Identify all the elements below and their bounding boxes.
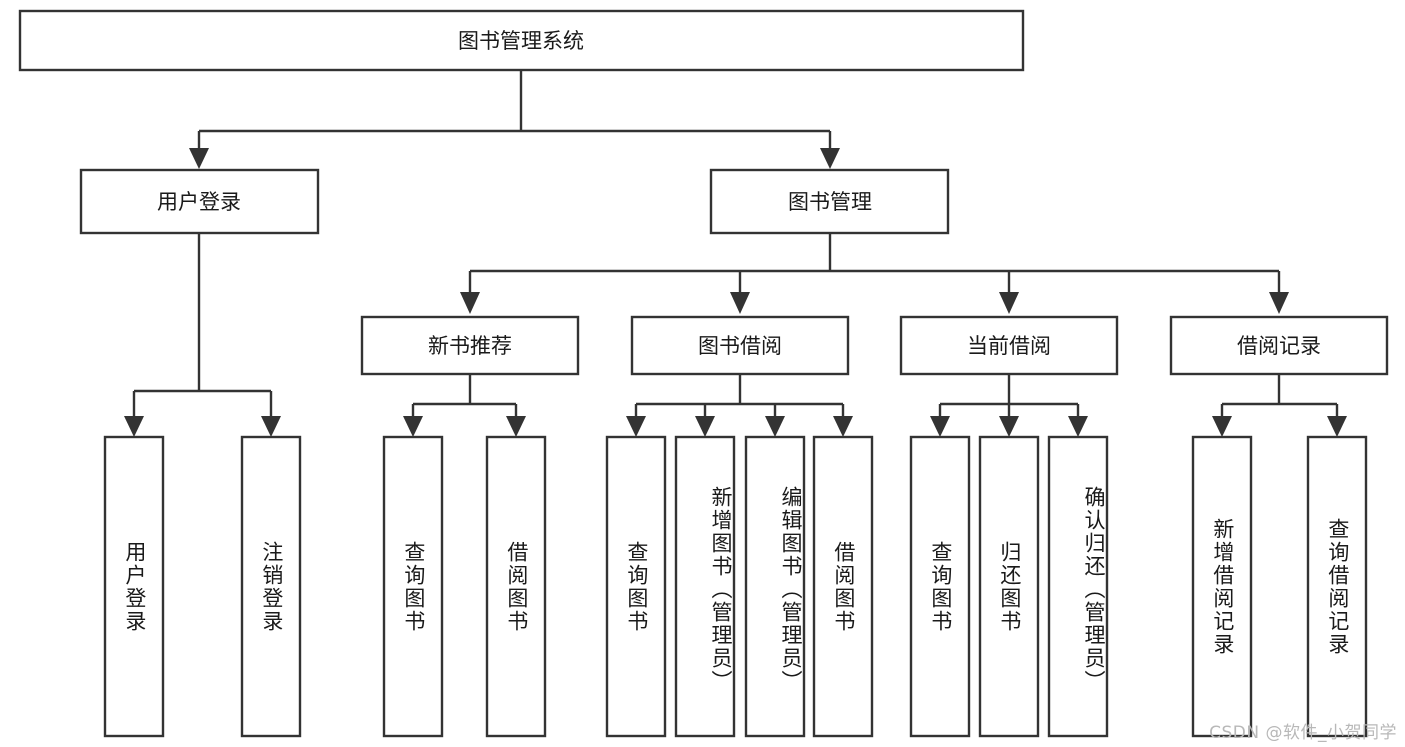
- node-leaf-3-box[interactable]: [382, 435, 444, 738]
- node-current-box: [899, 315, 1119, 376]
- node-leaf-2-box[interactable]: [240, 435, 302, 738]
- node-login[interactable]: 用户登录: [79, 168, 320, 235]
- node-leaf-7-box[interactable]: [744, 435, 806, 738]
- csdn-watermark: CSDN @软件_小贺同学: [1209, 723, 1397, 743]
- node-login-box: [79, 168, 320, 235]
- connector-current-to-leaves: [930, 374, 1088, 437]
- node-bookmgmt-label: 图书管理: [788, 190, 872, 214]
- arrow-to-leaf-3-icon: [403, 416, 423, 437]
- arrow-to-leaf-7-icon: [765, 416, 785, 437]
- node-root-label: 图书管理系统: [458, 29, 584, 53]
- arrow-to-leaf-12-icon: [1212, 416, 1232, 437]
- arrow-to-leaf-5-icon: [626, 416, 646, 437]
- node-borrow[interactable]: 图书借阅: [630, 315, 850, 376]
- node-newbook-label: 新书推荐: [428, 334, 512, 358]
- arrow-to-records-icon: [1269, 292, 1289, 314]
- node-leaf-6-box[interactable]: [674, 435, 736, 738]
- connector-login-to-leaves: [124, 233, 281, 437]
- node-root[interactable]: 图书管理系统: [18, 9, 1025, 72]
- connector-newbook-to-leaves: [403, 374, 526, 437]
- arrow-to-borrow-icon: [730, 292, 750, 314]
- node-leaf-10-box[interactable]: [978, 435, 1040, 738]
- node-newbook-box: [360, 315, 580, 376]
- node-login-label: 用户登录: [157, 190, 241, 214]
- connector-root-to-level2: [189, 70, 840, 169]
- arrow-to-current-icon: [999, 292, 1019, 314]
- arrow-to-leaf-1-icon: [124, 416, 144, 437]
- arrow-to-leaf-9-icon: [930, 416, 950, 437]
- arrow-to-leaf-10-icon: [999, 416, 1019, 437]
- arrow-to-leaf-2-icon: [261, 416, 281, 437]
- node-leaf-11-box[interactable]: [1047, 435, 1109, 738]
- node-leaf-8-box[interactable]: [812, 435, 874, 738]
- node-records-label: 借阅记录: [1237, 334, 1321, 358]
- node-current-label: 当前借阅: [967, 334, 1051, 358]
- node-leaf-4-box[interactable]: [485, 435, 547, 738]
- connector-bookmgmt-to-level3: [460, 233, 1289, 314]
- arrow-to-bookmgmt-icon: [820, 148, 840, 169]
- node-leaf-13-box[interactable]: [1306, 435, 1368, 738]
- arrow-to-leaf-13-icon: [1327, 416, 1347, 437]
- node-records[interactable]: 借阅记录: [1169, 315, 1389, 376]
- node-newbook[interactable]: 新书推荐: [360, 315, 580, 376]
- node-bookmgmt[interactable]: 图书管理: [709, 168, 950, 235]
- arrow-to-login-icon: [189, 148, 209, 169]
- arrow-to-newbook-icon: [460, 292, 480, 314]
- node-leaf-9-box[interactable]: [909, 435, 971, 738]
- arrow-to-leaf-8-icon: [833, 416, 853, 437]
- node-leaf-1-box[interactable]: [103, 435, 165, 738]
- node-leaf-5-box[interactable]: [605, 435, 667, 738]
- arrow-to-leaf-6-icon: [695, 416, 715, 437]
- arrow-to-leaf-11-icon: [1068, 416, 1088, 437]
- node-leaf-12-box[interactable]: [1191, 435, 1253, 738]
- node-root-box: [18, 9, 1025, 72]
- connector-borrow-to-leaves: [626, 374, 853, 437]
- node-borrow-label: 图书借阅: [698, 334, 782, 358]
- arrow-to-leaf-4-icon: [506, 416, 526, 437]
- node-current[interactable]: 当前借阅: [899, 315, 1119, 376]
- connector-records-to-leaves: [1212, 374, 1347, 437]
